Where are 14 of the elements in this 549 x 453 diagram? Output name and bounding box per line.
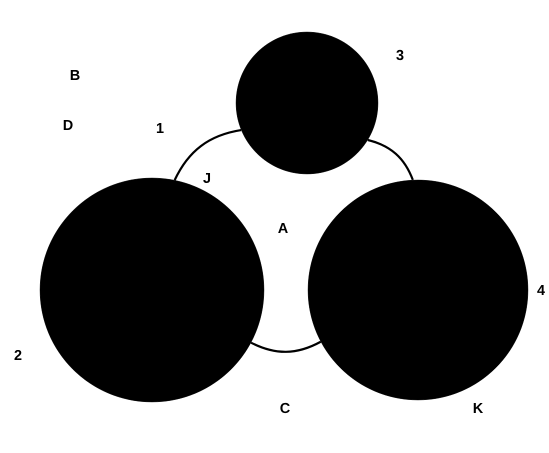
letter-label: D xyxy=(64,120,73,130)
filled-circle xyxy=(308,180,528,400)
letter-label: 1 xyxy=(156,123,164,133)
arc-line xyxy=(368,138,414,180)
number-label: 4 xyxy=(537,285,545,295)
arc-line xyxy=(250,340,322,353)
letter-label: C xyxy=(280,402,290,414)
letter-label: A xyxy=(278,223,288,233)
letter-label: B xyxy=(70,70,80,80)
arc-line xyxy=(174,128,242,181)
number-label: 2 xyxy=(14,350,22,360)
number-label: 3 xyxy=(396,50,404,60)
letter-label: J xyxy=(203,172,210,184)
filled-circle xyxy=(236,32,378,174)
